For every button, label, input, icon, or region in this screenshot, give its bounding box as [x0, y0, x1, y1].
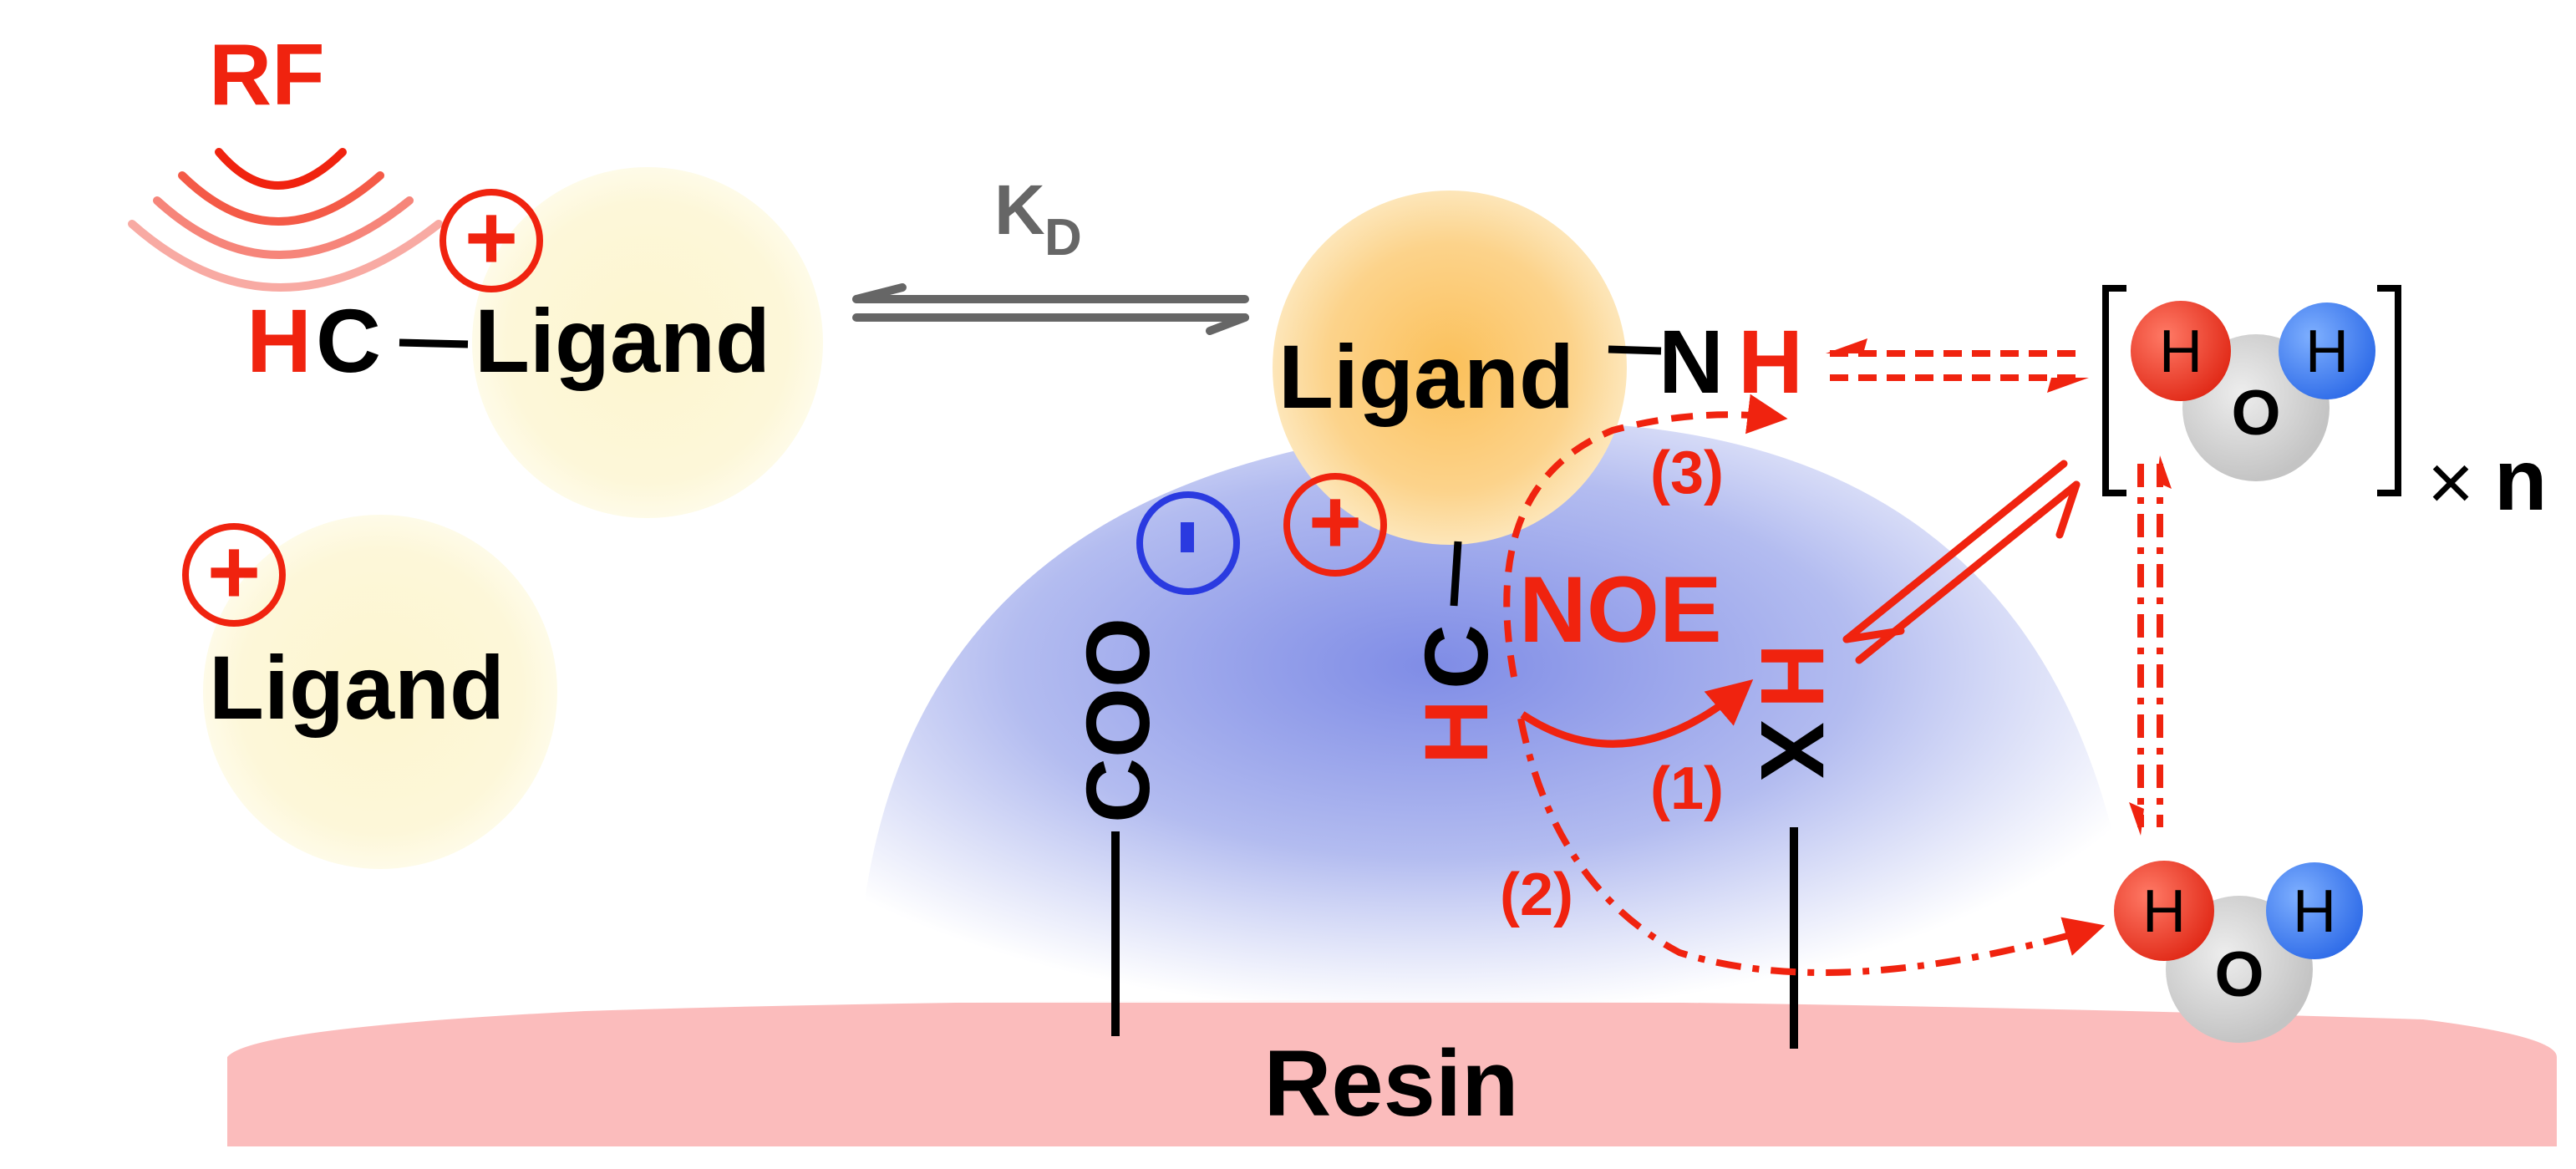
svg-text:H: H: [2142, 878, 2186, 945]
free-ligand-label-2: Ligand: [209, 637, 505, 738]
bound-hc-c: C: [1405, 624, 1506, 689]
exchange-arrow-xh-water: [1842, 460, 2081, 664]
arrowhead-icon: [1826, 338, 1867, 353]
equilibrium-arrows-icon: [852, 283, 1249, 335]
noe-label: NOE: [1519, 557, 1722, 662]
bound-hc-h: H: [1405, 699, 1506, 765]
nh-h: H: [1738, 311, 1803, 412]
exchange-arrow-water-water: [2137, 464, 2163, 827]
water-molecule-cluster: H O H: [2131, 301, 2375, 481]
minus-charge-icon: [1136, 491, 1240, 595]
kd-label: K: [994, 170, 1045, 249]
bond-line: [399, 338, 469, 348]
coo-label: COO: [1067, 618, 1168, 823]
xh-h: H: [1742, 643, 1843, 709]
plus-charge-icon: +: [182, 521, 286, 627]
arrowhead-icon: [2129, 802, 2144, 836]
svg-text:+: +: [207, 521, 261, 623]
bond-line: [1450, 541, 1462, 607]
free-ligand-ball-bottom: [203, 515, 557, 869]
times-sign: ×: [2427, 438, 2474, 527]
path-2-label: (2): [1500, 862, 1573, 928]
svg-text:H: H: [2305, 318, 2349, 385]
resin-slab: [227, 1000, 2557, 1146]
noe-arrow-1: [1520, 679, 1754, 748]
bound-ligand-ball: [1273, 191, 1627, 545]
resin-label: Resin: [1264, 1031, 1519, 1136]
plus-charge-icon: +: [439, 186, 543, 292]
free-hc-c: C: [316, 290, 381, 391]
svg-text:O: O: [2231, 378, 2280, 449]
bound-ligand-label: Ligand: [1278, 326, 1574, 427]
xh-x: X: [1742, 720, 1843, 780]
free-ligand-ball-top: [472, 167, 823, 518]
svg-text:H: H: [2293, 878, 2336, 945]
water-molecule-single: H O H: [2114, 861, 2363, 1043]
path-1-label: (1): [1650, 755, 1724, 822]
n-label: n: [2494, 432, 2548, 529]
svg-text:+: +: [465, 186, 518, 289]
free-ligand-label: Ligand: [475, 290, 770, 391]
noe-arrow-2: [1517, 718, 2106, 976]
bond-line: [1608, 345, 1662, 355]
kd-subscript: D: [1044, 209, 1082, 267]
noe-arrow-3: [1503, 394, 1788, 678]
svg-text:H: H: [2159, 318, 2203, 385]
path-3-label: (3): [1650, 440, 1724, 506]
svg-text:O: O: [2214, 939, 2264, 1010]
bracket-icon: [2102, 285, 2401, 496]
binding-pocket-dome: [856, 422, 2139, 1003]
rf-label: RF: [209, 27, 325, 124]
nh-n: N: [1659, 311, 1724, 412]
plus-charge-icon: +: [1283, 470, 1387, 577]
arrowhead-icon: [2047, 378, 2089, 393]
svg-text:+: +: [1308, 470, 1362, 573]
free-hc-h: H: [246, 290, 312, 391]
rf-wave-icon: [128, 148, 443, 292]
exchange-arrow-nh-water: [1830, 350, 2085, 381]
arrowhead-icon: [2157, 455, 2172, 489]
